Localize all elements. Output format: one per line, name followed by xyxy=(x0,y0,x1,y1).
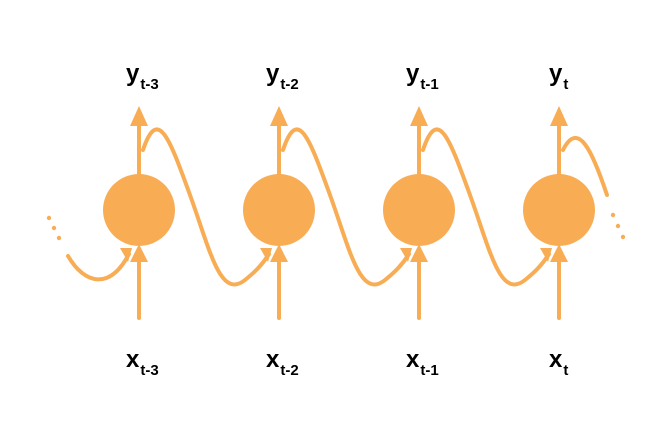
rnn-node-t-2 xyxy=(243,174,315,246)
output-label-base: y xyxy=(126,60,140,87)
rnn-node-t-3 xyxy=(103,174,175,246)
output-label-sub: t-3 xyxy=(140,76,159,93)
output-label-sub: t-1 xyxy=(420,76,439,93)
output-label-base: y xyxy=(406,60,420,87)
input-label-sub: t-1 xyxy=(420,362,439,379)
input-label-t-1: xt-1 xyxy=(406,346,439,379)
output-label-t-1: yt-1 xyxy=(406,60,439,93)
input-label-base: x xyxy=(266,346,280,373)
input-label-base: x xyxy=(126,346,140,373)
output-label-t: yt xyxy=(549,60,568,93)
output-label-t-3: yt-3 xyxy=(126,60,159,93)
recurrent-connection xyxy=(66,127,609,287)
trailing-ellipsis xyxy=(610,212,626,240)
input-label-base: x xyxy=(406,346,420,373)
vertical-connections xyxy=(137,116,561,320)
rnn-node-t-1 xyxy=(383,174,455,246)
output-label-base: y xyxy=(266,60,280,87)
output-label-sub: t xyxy=(563,76,569,93)
output-label-sub: t-2 xyxy=(280,76,299,93)
input-label-sub: t xyxy=(563,362,569,379)
input-label-sub: t-3 xyxy=(140,362,159,379)
recurrent-arrowheads xyxy=(120,248,552,262)
output-label-t-2: yt-2 xyxy=(266,60,299,93)
input-label-sub: t-2 xyxy=(280,362,299,379)
input-label-t-2: xt-2 xyxy=(266,346,299,379)
vertical-arrowheads xyxy=(130,106,568,262)
leading-ellipsis xyxy=(46,215,62,241)
input-label-base: x xyxy=(549,346,563,373)
input-label-t-3: xt-3 xyxy=(126,346,159,379)
input-label-t: xt xyxy=(549,346,568,379)
rnn-node-t xyxy=(523,174,595,246)
output-label-base: y xyxy=(549,60,563,87)
